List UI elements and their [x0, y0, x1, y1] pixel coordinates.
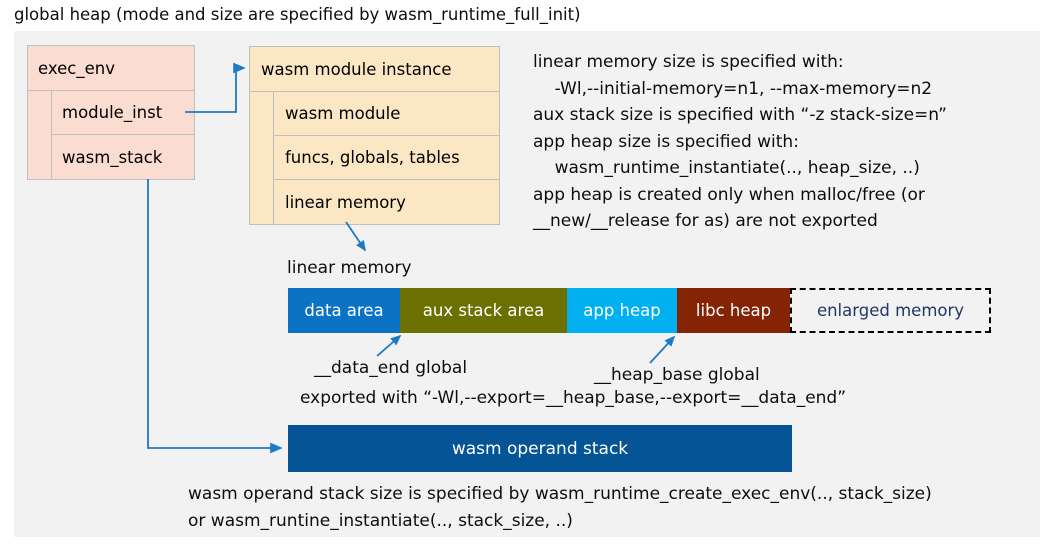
exported-with-label: exported with “-Wl,--export=__heap_base,…: [300, 388, 847, 408]
memory-segment-libc-heap: libc heap: [677, 288, 790, 333]
data-end-global-label: __data_end global: [314, 358, 468, 378]
module-instance-box: wasm module instance wasm module funcs, …: [249, 46, 500, 225]
exec-env-header: exec_env: [28, 46, 194, 91]
memory-segment-data-area: data area: [288, 288, 400, 333]
memory-segment-aux-stack-area: aux stack area: [400, 288, 567, 333]
exec-env-field-module-inst: module_inst: [52, 91, 194, 135]
module-instance-header: wasm module instance: [250, 47, 499, 92]
exec-env-box: exec_env module_inst wasm_stack: [27, 45, 195, 180]
memory-segment-enlarged-memory: enlarged memory: [790, 288, 991, 333]
linear-memory-caption: linear memory: [287, 258, 412, 278]
operand-stack-notes: wasm operand stack size is specified by …: [188, 484, 932, 531]
module-instance-field-linear-memory: linear memory: [285, 192, 406, 212]
heap-base-global-label: __heap_base global: [594, 365, 760, 385]
module-instance-field-wasm-module: wasm module: [274, 92, 499, 136]
module-instance-field-funcs-globals-tables: funcs, globals, tables: [274, 136, 499, 180]
wasm-operand-stack-box: wasm operand stack: [288, 425, 792, 472]
memory-segment-app-heap: app heap: [567, 288, 677, 333]
linear-memory-notes: linear memory size is specified with: -W…: [533, 52, 947, 231]
exec-env-field-wasm-stack: wasm_stack: [62, 147, 163, 167]
diagram-title: global heap (mode and size are specified…: [14, 5, 581, 24]
module-instance-gutter: [250, 92, 274, 224]
exec-env-gutter: [28, 91, 52, 179]
